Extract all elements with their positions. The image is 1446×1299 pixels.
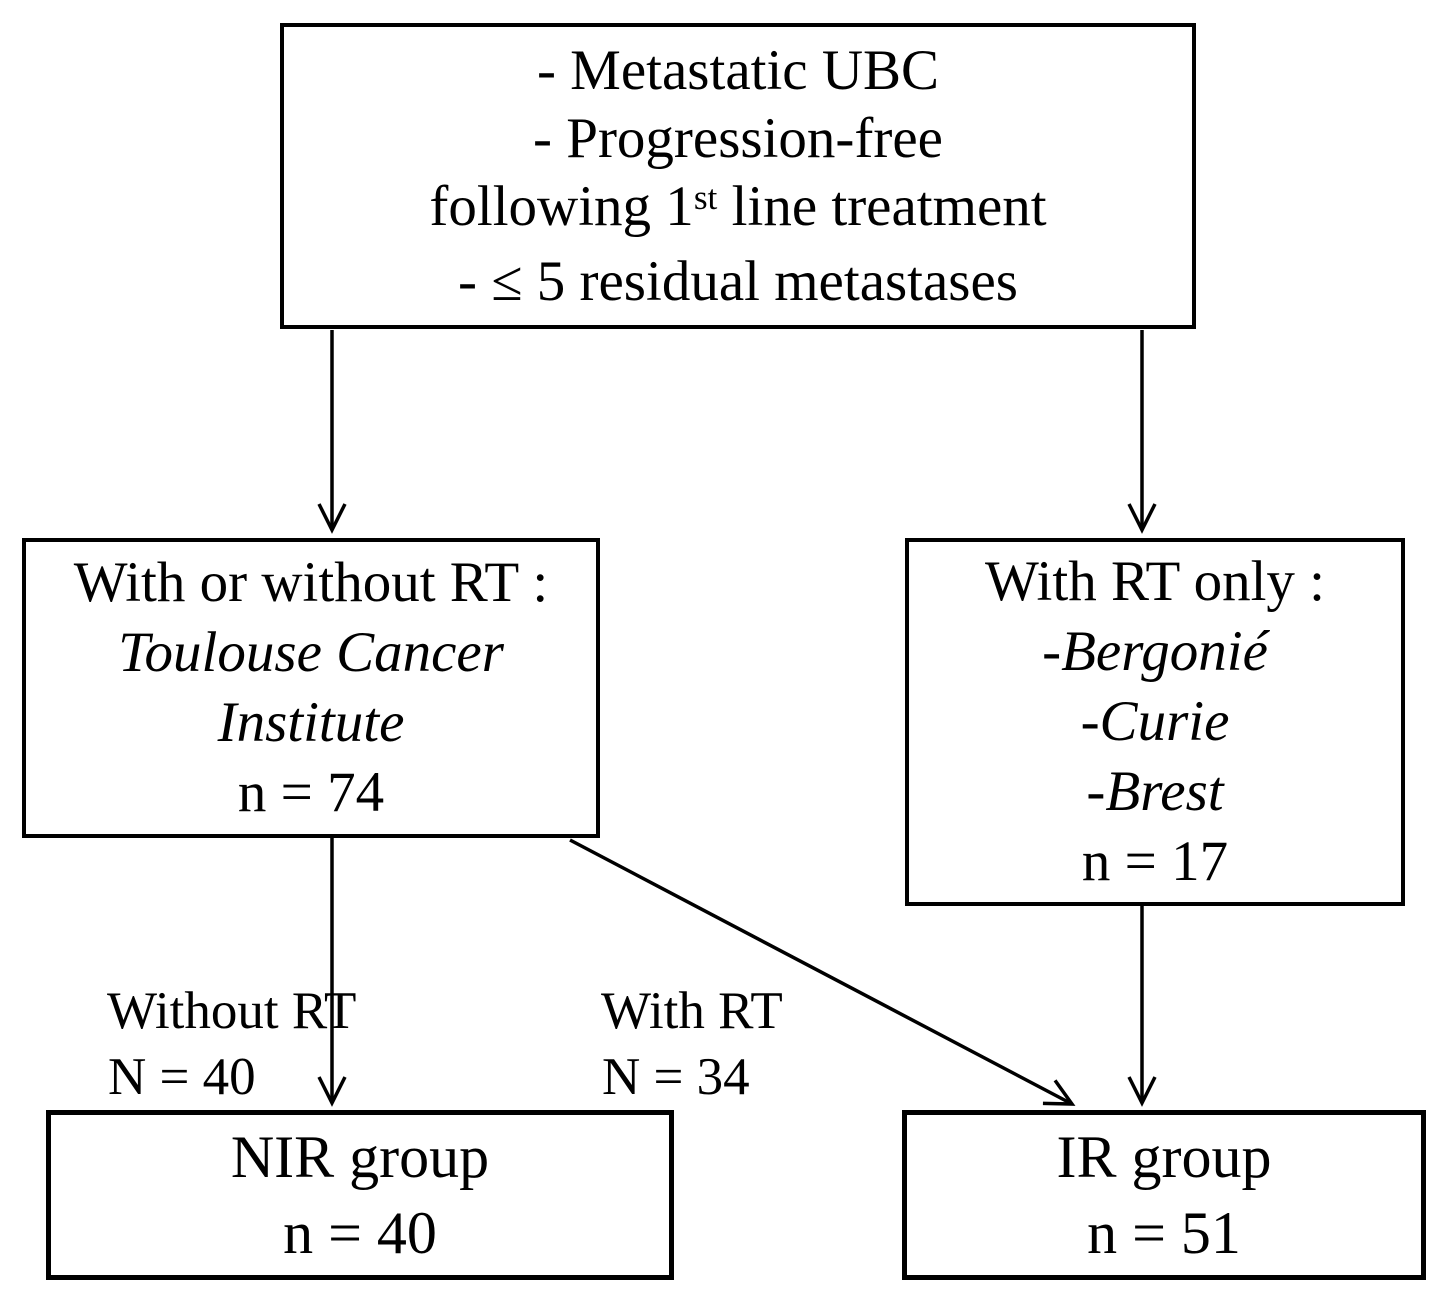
rt-only-center-curie: -Curie	[1080, 690, 1230, 753]
edge-label-with-rt-text: With RT	[601, 982, 783, 1040]
nir-group-count: n = 40	[283, 1200, 437, 1266]
ir-group-box: IR group n = 51	[902, 1110, 1426, 1280]
edge-label-without-rt-count: N = 40	[108, 1048, 256, 1106]
rt-only-center-brest: -Brest	[1086, 760, 1224, 823]
toulouse-box-institution-line-2: Institute	[217, 691, 405, 754]
eligibility-line-4: - ≤ 5 residual metastases	[458, 249, 1018, 313]
rt-only-box: With RT only : -Bergonié -Curie -Brest n…	[905, 538, 1405, 906]
rt-only-center-bergonie: -Bergonié	[1042, 620, 1268, 683]
toulouse-box: With or without RT : Toulouse Cancer Ins…	[22, 538, 600, 838]
ir-group-title: IR group	[1056, 1124, 1272, 1190]
edge-label-without-rt-text: Without RT	[107, 982, 357, 1040]
edge-label-with-rt-count: N = 34	[602, 1048, 750, 1106]
ir-group-count: n = 51	[1087, 1200, 1241, 1266]
toulouse-box-institution-line-1: Toulouse Cancer	[118, 621, 504, 684]
eligibility-line-3: following 1st line treatment	[429, 173, 1046, 248]
nir-group-box: NIR group n = 40	[46, 1110, 674, 1280]
toulouse-box-count: n = 74	[237, 761, 385, 824]
eligibility-line-3-post: line treatment	[717, 174, 1047, 238]
eligibility-line-1: - Metastatic UBC	[536, 38, 940, 102]
ordinal-superscript: st	[693, 177, 718, 217]
edge-label-without-rt: Without RT N = 40	[55, 912, 356, 1176]
toulouse-box-title: With or without RT :	[73, 551, 549, 614]
arrow-toulouse-to-ir	[569, 838, 1076, 1106]
rt-only-box-count: n = 17	[1081, 830, 1229, 893]
edge-label-with-rt: With RT N = 34	[549, 912, 783, 1176]
eligibility-line-2: - Progression-free	[533, 106, 943, 170]
eligibility-box: - Metastatic UBC - Progression-free foll…	[280, 23, 1196, 329]
rt-only-box-title: With RT only :	[985, 550, 1325, 613]
nir-group-title: NIR group	[230, 1124, 490, 1190]
eligibility-line-3-pre: following 1	[429, 174, 694, 238]
